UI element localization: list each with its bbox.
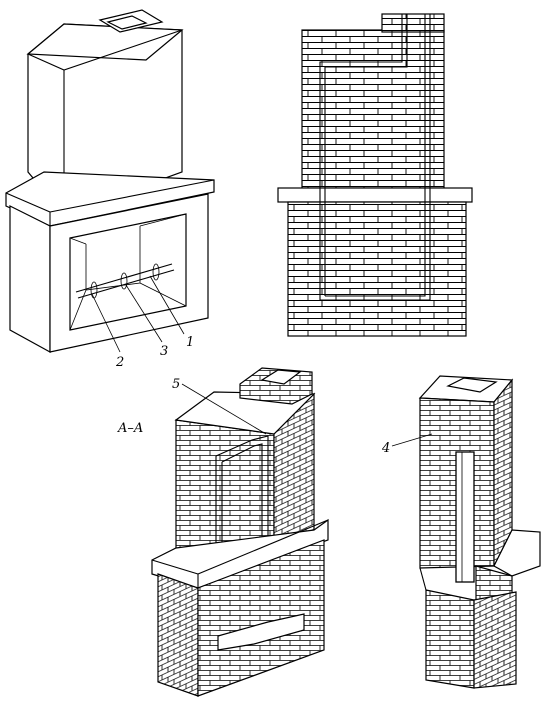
callout-4: 4 [381,441,390,456]
section-label: A–A [117,421,143,436]
brick-elevation-view [277,13,473,337]
section-a-a-view: A–A 5 [117,367,329,697]
callout-5: 5 [172,377,180,392]
callout-2: 2 [115,355,124,370]
callout-3: 3 [160,344,168,359]
callout-1: 1 [186,335,194,350]
chimney-axonometric-view: 4 [381,375,541,689]
fireplace-isometric-view: 1 3 2 [5,9,215,370]
